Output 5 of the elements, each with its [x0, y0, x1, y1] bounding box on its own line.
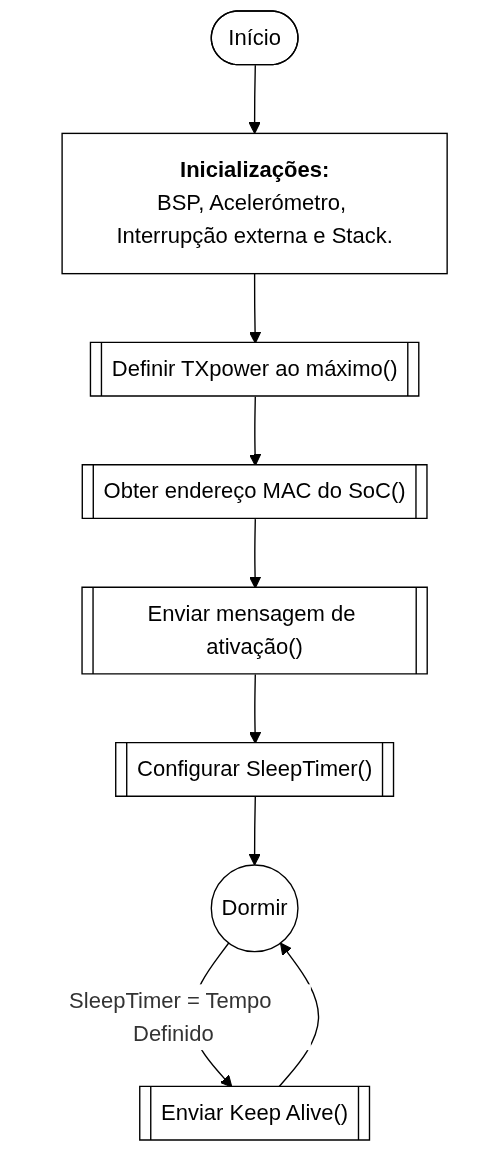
- node-box: Inicializações: BSP, Acelerómetro, Interrupção externa e Stack.: [61, 132, 448, 275]
- edge-label: SleepTimer = Tempo Definido: [69, 988, 272, 1045]
- arrow: [248, 64, 261, 134]
- arrow: [248, 796, 261, 866]
- node-circle: Dormir: [210, 864, 299, 953]
